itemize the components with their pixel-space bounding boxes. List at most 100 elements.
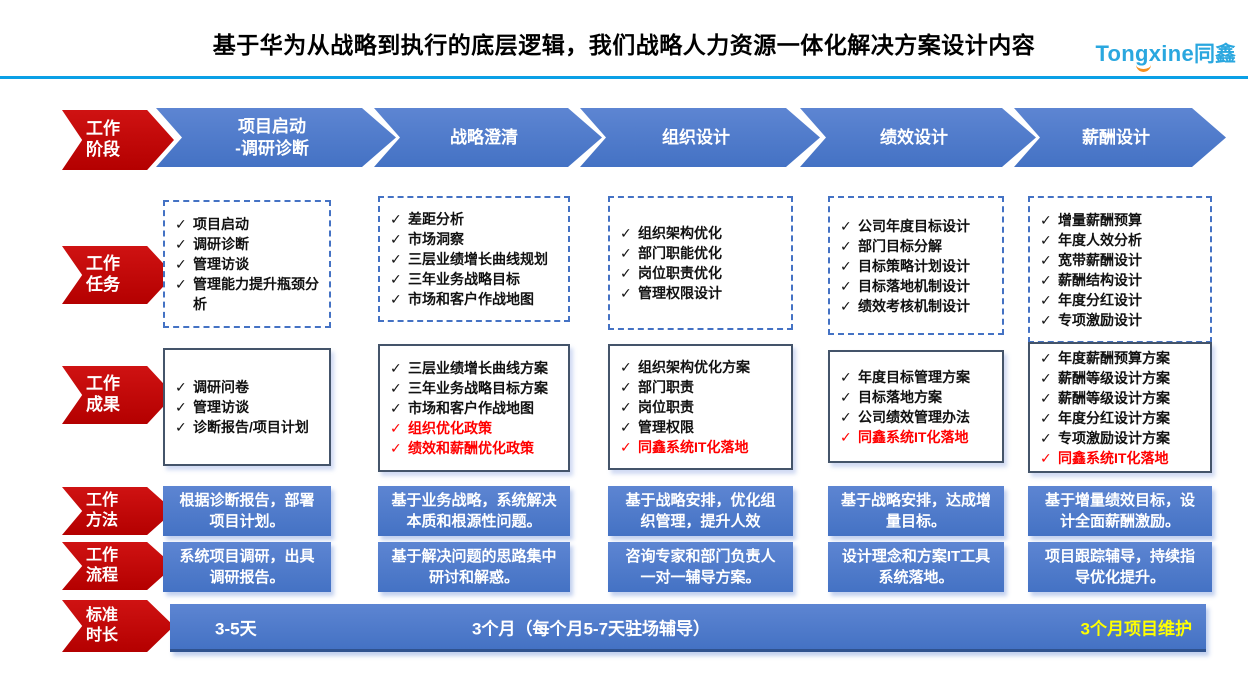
check-icon xyxy=(1040,310,1058,330)
check-icon xyxy=(175,254,193,274)
check-icon xyxy=(1040,250,1058,270)
task-item: 三层业绩增长曲线规划 xyxy=(390,249,562,269)
task-item: 三年业务战略目标 xyxy=(390,269,562,289)
row-label-duration: 标准 时长 xyxy=(62,600,174,652)
check-icon xyxy=(840,407,858,427)
outputs-list: 调研问卷 管理访谈 诊断报告/项目计划 xyxy=(171,354,323,460)
check-icon xyxy=(620,397,638,417)
stage-arrow-1-line2: -调研诊断 xyxy=(235,138,309,158)
stage-arrow-5: 薪酬设计 xyxy=(1014,108,1226,167)
output-item: 管理权限 xyxy=(620,417,785,437)
check-icon xyxy=(175,377,193,397)
check-icon xyxy=(840,236,858,256)
row-label-tasks-line2: 任务 xyxy=(86,275,120,294)
method-bar-stage-5: 基于增量绩效目标，设计全面薪酬激励。 xyxy=(1028,486,1212,536)
stage-arrow-4-label: 绩效设计 xyxy=(880,127,948,148)
check-icon xyxy=(620,243,638,263)
output-item: 薪酬等级设计方案 xyxy=(1040,368,1204,388)
check-icon xyxy=(175,417,193,437)
method-text: 基于战略安排，优化组织管理，提升人效 xyxy=(625,492,776,530)
output-item: 岗位职责 xyxy=(620,397,785,417)
task-item: 宽带薪酬设计 xyxy=(1040,250,1204,270)
output-item: 绩效和薪酬优化政策 xyxy=(390,438,562,458)
task-item: 薪酬结构设计 xyxy=(1040,270,1204,290)
check-icon xyxy=(390,249,408,269)
tasks-list: 项目启动 调研诊断 管理访谈 管理能力提升瓶颈分析 xyxy=(171,206,323,322)
output-item: 同鑫系统IT化落地 xyxy=(620,437,785,457)
duration-bar: 3-5天 3个月（每个月5-7天驻场辅导） 3个月项目维护 xyxy=(170,604,1206,652)
stage-arrow-2: 战略澄清 xyxy=(374,108,602,167)
tasks-list: 组织架构优化 部门职能优化 岗位职责优化 管理权限设计 xyxy=(616,202,785,324)
task-item: 组织架构优化 xyxy=(620,223,785,243)
process-text: 系统项目调研，出具调研报告。 xyxy=(179,548,315,586)
task-item: 年度分红设计 xyxy=(1040,290,1204,310)
row-label-process: 工作 流程 xyxy=(62,542,174,590)
stage-arrow-3-label: 组织设计 xyxy=(662,127,730,148)
check-icon xyxy=(1040,368,1058,388)
check-icon xyxy=(390,209,408,229)
process-bar-stage-3: 咨询专家和部门负责人一对一辅导方案。 xyxy=(608,542,793,592)
method-text: 基于战略安排，达成增量目标。 xyxy=(840,492,991,530)
output-item: 组织优化政策 xyxy=(390,418,562,438)
duration-phase2: 3个月（每个月5-7天驻场辅导） xyxy=(472,619,711,638)
row-label-outputs-line1: 工作 xyxy=(86,374,120,394)
output-item: 部门职责 xyxy=(620,377,785,397)
check-icon xyxy=(1040,448,1058,468)
stage-arrow-1-label: 项目启动 -调研诊断 xyxy=(235,116,309,159)
method-text: 基于增量绩效目标，设计全面薪酬激励。 xyxy=(1044,492,1195,530)
tasks-list: 差距分析 市场洞察 三层业绩增长曲线规划 三年业务战略目标 市场和客户作战地图 xyxy=(386,202,562,316)
duration-phase3: 3个月项目维护 xyxy=(1080,619,1192,638)
stage-arrow-3: 组织设计 xyxy=(580,108,820,167)
task-item: 管理能力提升瓶颈分析 xyxy=(175,274,323,314)
row-label-tasks-line1: 工作 xyxy=(86,254,120,274)
logo-cjk-text: 同鑫 xyxy=(1194,43,1236,66)
check-icon xyxy=(1040,230,1058,250)
check-icon xyxy=(390,438,408,458)
check-icon xyxy=(175,274,193,314)
check-icon xyxy=(390,398,408,418)
output-item: 目标落地方案 xyxy=(840,387,996,407)
page-title: 基于华为从战略到执行的底层逻辑，我们战略人力资源一体化解决方案设计内容 xyxy=(212,32,1036,58)
task-item: 市场和客户作战地图 xyxy=(390,289,562,309)
method-bar-stage-4: 基于战略安排，达成增量目标。 xyxy=(828,486,1004,536)
check-icon xyxy=(175,214,193,234)
check-icon xyxy=(840,276,858,296)
stage-arrow-1-line1: 项目启动 xyxy=(237,117,306,137)
stage-arrow-2-label: 战略澄清 xyxy=(450,127,518,148)
task-item: 调研诊断 xyxy=(175,234,323,254)
row-label-process-line1: 工作 xyxy=(86,547,119,565)
process-text: 基于解决问题的思路集中研讨和解惑。 xyxy=(391,548,557,586)
process-text: 设计理念和方案IT工具系统落地。 xyxy=(841,548,991,586)
outputs-box-stage-3: 组织架构优化方案 部门职责 岗位职责 管理权限 同鑫系统IT化落地 xyxy=(608,344,793,470)
check-icon xyxy=(390,229,408,249)
task-item: 管理权限设计 xyxy=(620,283,785,303)
stage-arrow-3-line1: 组织设计 xyxy=(662,127,730,147)
stage-arrow-4: 绩效设计 xyxy=(800,108,1036,167)
row-label-method: 工作 方法 xyxy=(62,487,174,535)
task-item: 绩效考核机制设计 xyxy=(840,296,996,316)
method-bar-stage-1: 根据诊断报告，部署项目计划。 xyxy=(163,486,331,536)
check-icon xyxy=(620,263,638,283)
row-label-tasks: 工作 任务 xyxy=(62,246,174,304)
process-bar-stage-2: 基于解决问题的思路集中研讨和解惑。 xyxy=(378,542,570,592)
check-icon xyxy=(390,378,408,398)
check-icon xyxy=(1040,210,1058,230)
task-item: 部门目标分解 xyxy=(840,236,996,256)
row-label-stage-line2: 阶段 xyxy=(86,140,120,159)
output-item: 管理访谈 xyxy=(175,397,323,417)
duration-phase1: 3-5天 xyxy=(215,619,257,638)
stage-arrow-5-line1: 薪酬设计 xyxy=(1082,127,1150,147)
process-bar-stage-1: 系统项目调研，出具调研报告。 xyxy=(163,542,331,592)
output-item: 公司绩效管理办法 xyxy=(840,407,996,427)
row-label-process-line2: 流程 xyxy=(86,567,119,584)
output-item: 市场和客户作战地图 xyxy=(390,398,562,418)
tasks-box-stage-2: 差距分析 市场洞察 三层业绩增长曲线规划 三年业务战略目标 市场和客户作战地图 xyxy=(378,196,570,322)
check-icon xyxy=(1040,428,1058,448)
tasks-box-stage-1: 项目启动 调研诊断 管理访谈 管理能力提升瓶颈分析 xyxy=(163,200,331,328)
tasks-list: 公司年度目标设计 部门目标分解 目标策略计划设计 目标落地机制设计 绩效考核机制… xyxy=(836,202,996,329)
process-bar-stage-4: 设计理念和方案IT工具系统落地。 xyxy=(828,542,1004,592)
row-label-stage: 工作 阶段 xyxy=(62,110,174,170)
task-item: 增量薪酬预算 xyxy=(1040,210,1204,230)
check-icon xyxy=(620,377,638,397)
row-label-duration-line1: 标准 xyxy=(86,607,119,625)
